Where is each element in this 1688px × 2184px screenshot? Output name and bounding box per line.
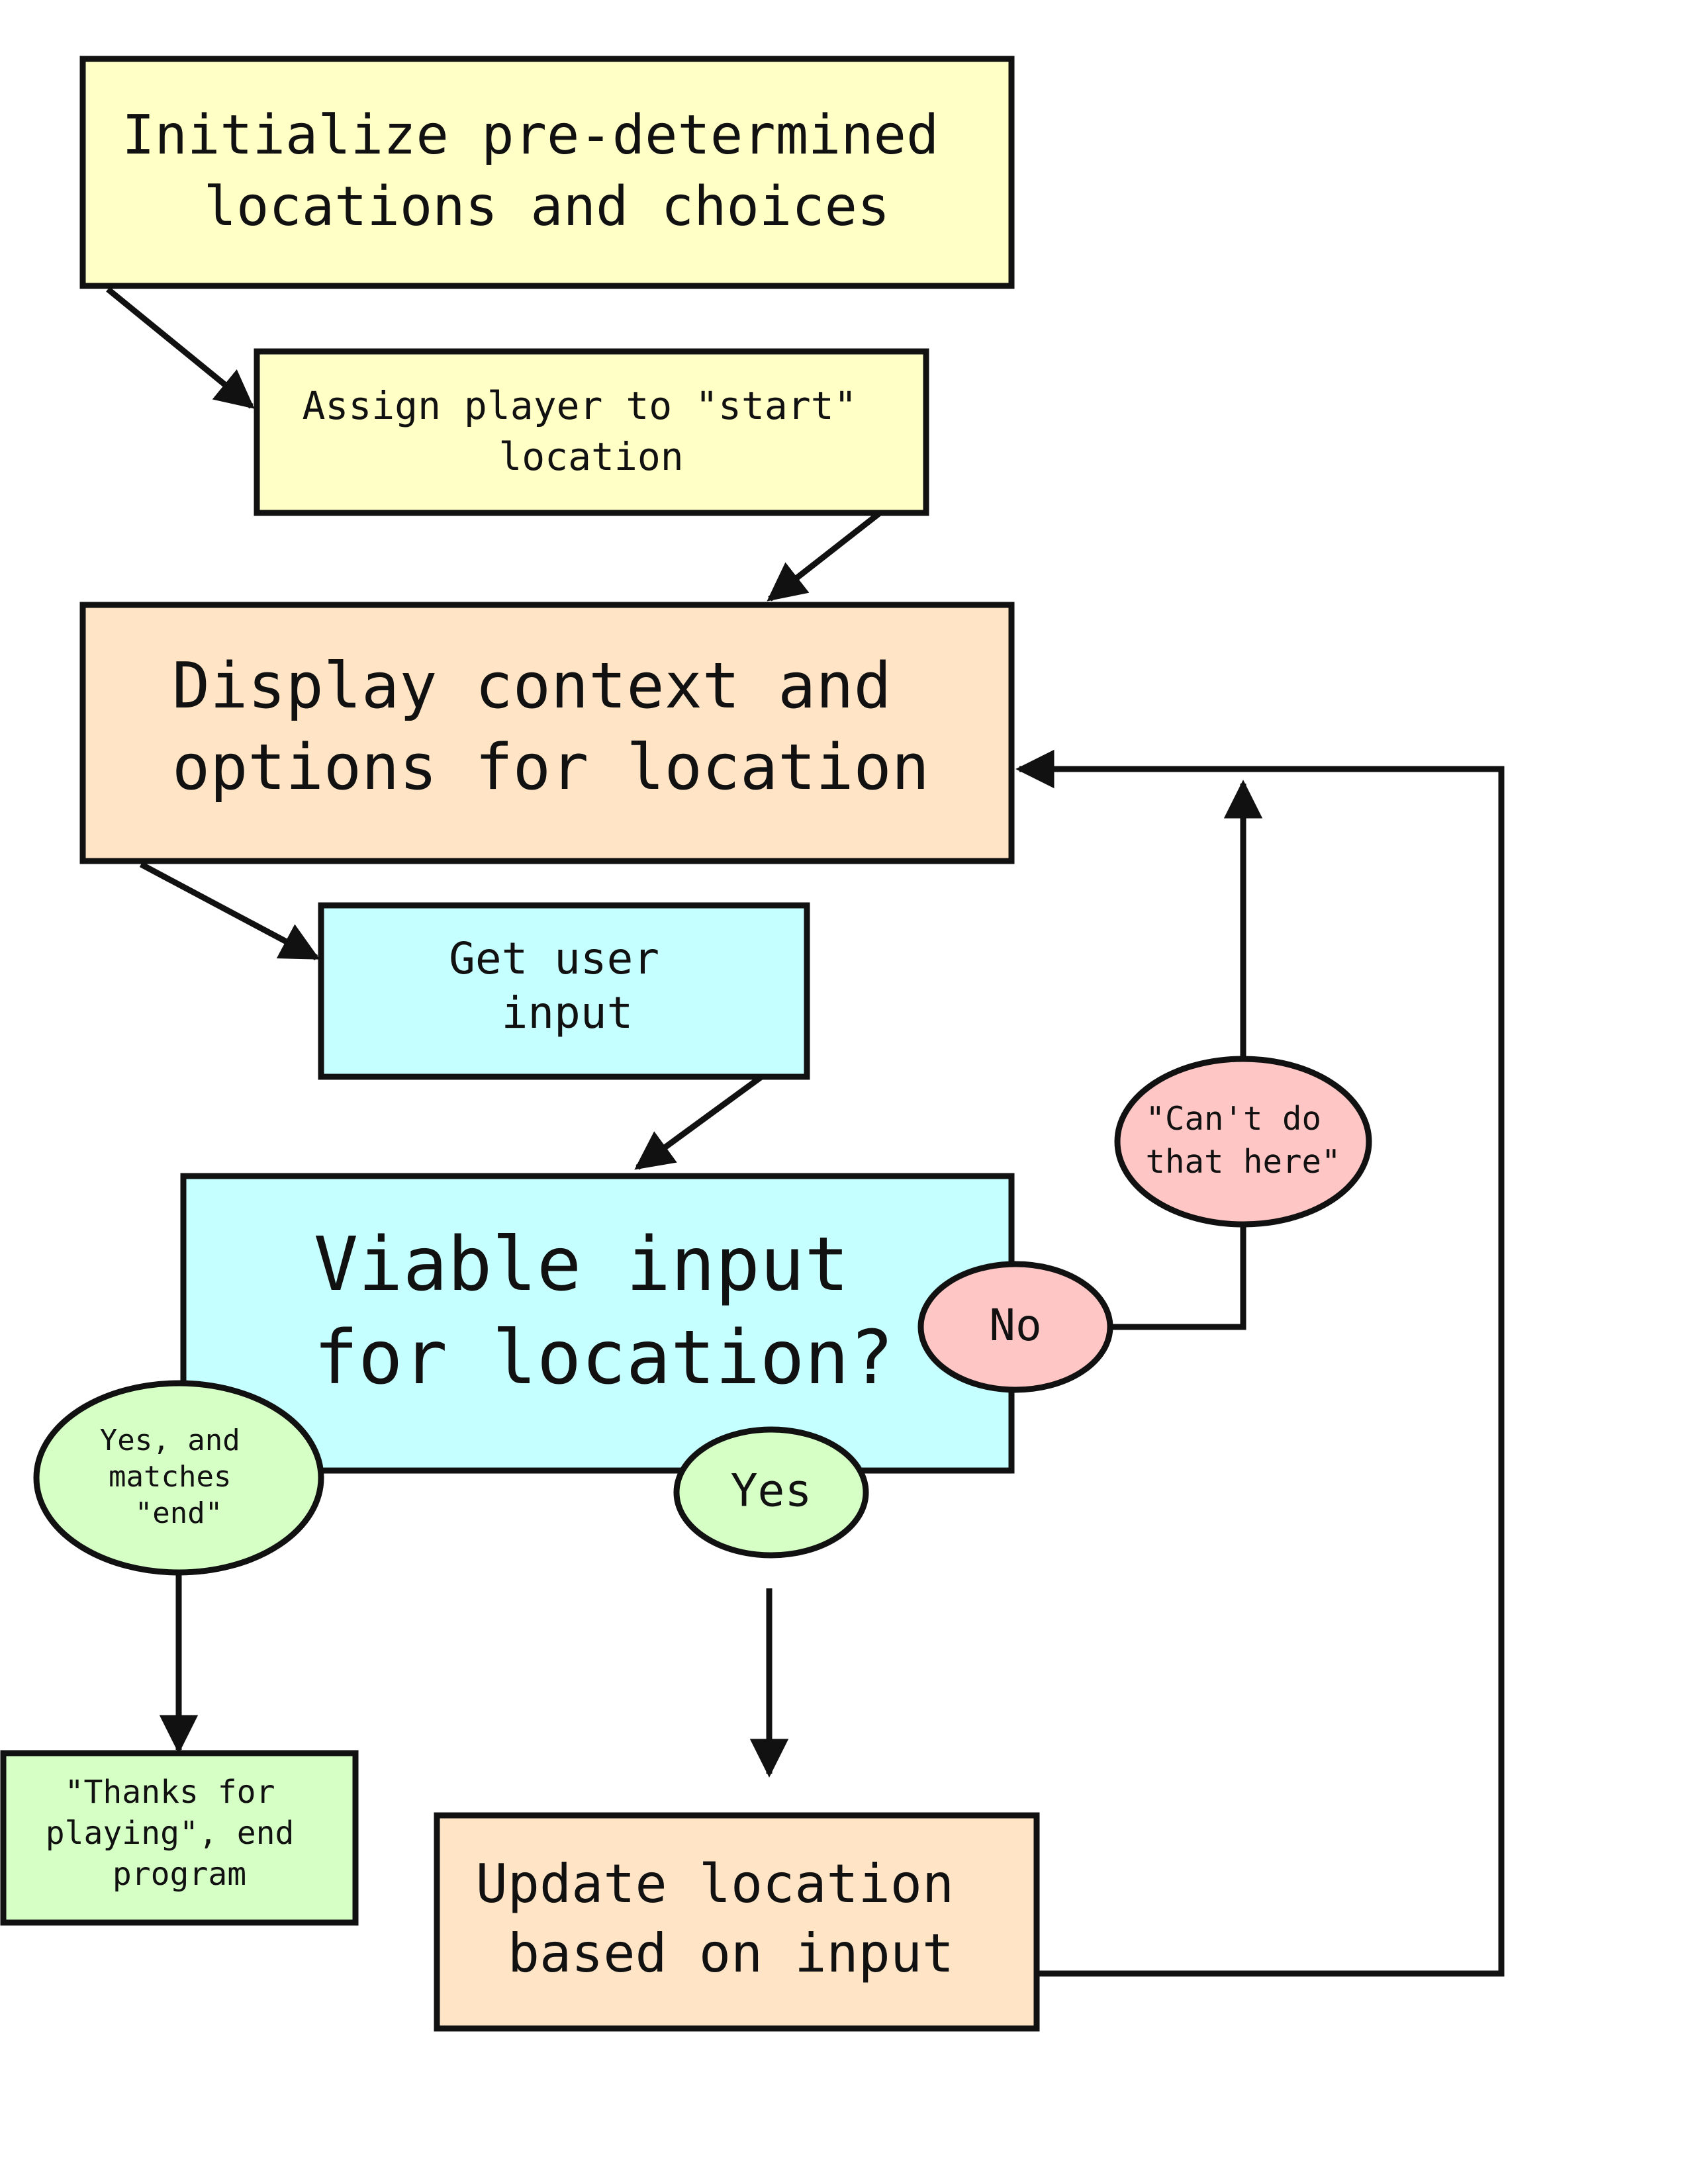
thanks-label-line-3: program	[113, 1856, 246, 1893]
display-context-label-line-1: Display context and	[172, 650, 892, 723]
no-label: No	[989, 1300, 1041, 1351]
update-location-label-line-1: Update location	[476, 1853, 954, 1915]
update-location-box	[434, 1812, 1040, 2032]
node-yes-end: Yes, and matches "end"	[33, 1380, 324, 1576]
node-assign-start: Assign player to "start" location	[254, 348, 929, 516]
assign-start-label: Assign player to "start" location	[303, 383, 880, 479]
update-location-label-line-2: based on input	[508, 1923, 954, 1984]
yes-end-label: Yes, and matches "end"	[100, 1424, 258, 1530]
node-no: No	[917, 1261, 1113, 1393]
yes-ellipse	[673, 1426, 869, 1559]
initialize-label: Initialize pre-determined locations and …	[122, 104, 972, 238]
update-location-label: Update location based on input	[476, 1853, 986, 1984]
edge-update-location-to-display-context	[1015, 749, 1505, 1977]
edge-get-input-to-viable-input	[634, 1075, 763, 1170]
no-ellipse	[917, 1261, 1113, 1393]
get-input-label-line-2: input	[502, 987, 633, 1038]
assign-start-label-line-2: location	[498, 434, 683, 479]
yes-end-label-line-2: matches	[109, 1460, 231, 1494]
node-cant-do: "Can't do that here"	[1114, 1056, 1372, 1228]
cant-do-label: "Can't do that here"	[1145, 1100, 1340, 1181]
assign-start-box	[254, 348, 929, 516]
node-get-input: Get user input	[318, 902, 810, 1080]
get-input-label: Get user input	[449, 933, 686, 1038]
yes-end-label-line-1: Yes, and	[100, 1424, 240, 1457]
node-thanks: "Thanks for playing", end program	[0, 1750, 359, 1926]
cant-do-label-line-2: that here"	[1145, 1143, 1340, 1181]
thanks-label-line-2: playing", end	[46, 1815, 295, 1852]
thanks-box	[0, 1750, 359, 1926]
connectors	[106, 287, 1505, 1977]
viable-input-box	[180, 1173, 1015, 1474]
viable-input-label-line-2: for location?	[314, 1315, 894, 1401]
initialize-label-line-2: locations and choices	[204, 175, 890, 238]
node-display-context: Display context and options for location	[79, 602, 1015, 864]
edge-no-to-cant-do	[1111, 1226, 1246, 1330]
viable-input-label: Viable input for location?	[314, 1222, 894, 1401]
node-viable-input: Viable input for location?	[180, 1173, 1015, 1474]
get-input-label-line-1: Get user	[449, 933, 659, 984]
edge-display-context-to-get-input	[139, 862, 320, 960]
edge-initialize-to-assign-start	[106, 287, 255, 409]
yes-end-ellipse	[33, 1380, 324, 1576]
cant-do-label-line-1: "Can't do	[1145, 1100, 1321, 1138]
node-update-location: Update location based on input	[434, 1812, 1040, 2032]
thanks-label: "Thanks for playing", end program	[46, 1774, 314, 1893]
get-input-box	[318, 902, 810, 1080]
yes-label: Yes	[731, 1465, 812, 1518]
display-context-box	[79, 602, 1015, 864]
edge-assign-start-to-display-context	[767, 511, 881, 602]
display-context-label: Display context and options for location	[172, 650, 929, 804]
viable-input-label-line-1: Viable input	[314, 1222, 849, 1308]
node-yes: Yes	[673, 1426, 869, 1559]
initialize-label-line-1: Initialize pre-determined	[122, 104, 939, 167]
display-context-label-line-2: options for location	[172, 731, 929, 804]
thanks-label-line-1: "Thanks for	[65, 1774, 275, 1811]
yes-end-label-line-3: "end"	[135, 1496, 222, 1530]
initialize-box	[79, 56, 1015, 289]
node-initialize: Initialize pre-determined locations and …	[79, 56, 1015, 289]
assign-start-label-line-1: Assign player to "start"	[303, 383, 857, 428]
cant-do-ellipse	[1114, 1056, 1372, 1228]
